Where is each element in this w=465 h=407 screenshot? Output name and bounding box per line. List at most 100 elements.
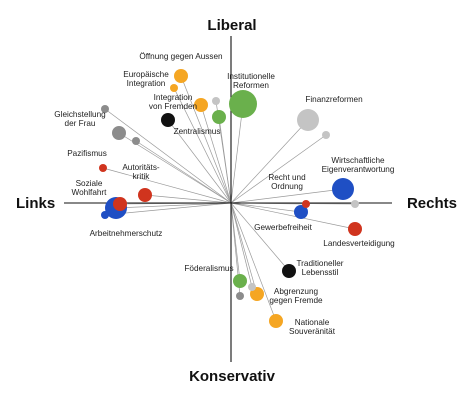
label-line: Integration — [154, 93, 193, 102]
label-line: Eigenverantwortung — [322, 165, 395, 174]
label-line: Landesverteidigung — [323, 239, 395, 248]
label-line: Reformen — [233, 81, 269, 90]
dot-wirtschaftliche — [332, 178, 354, 200]
label-line: Nationale — [295, 318, 330, 327]
label-line: Pazifismus — [67, 149, 107, 158]
dot-nationale — [269, 314, 283, 328]
label-line: Öffnung gegen Aussen — [139, 51, 223, 61]
label-arbeitnehmerschutz: Arbeitnehmerschutz — [90, 229, 163, 238]
label-line: Autoritäts- — [122, 163, 160, 172]
label-line: Lebensstil — [302, 268, 339, 277]
ray-oeffnung — [180, 75, 232, 204]
ray-integration_fremden_a — [200, 104, 232, 204]
dot-gleichstellung_c — [132, 137, 140, 145]
dot-foederalismus — [233, 274, 247, 288]
ray-pazifismus — [102, 167, 232, 204]
label-line: Soziale — [76, 179, 103, 188]
label-foederalismus: Föderalismus — [184, 264, 233, 273]
label-line: gegen Fremde — [269, 296, 323, 305]
ray-wirtschaftliche — [230, 188, 344, 204]
label-line: Wirtschaftliche — [331, 156, 385, 165]
dot-traditioneller — [282, 264, 296, 278]
dot-zentralismus — [212, 110, 226, 124]
dot-integration_fremden_a — [194, 98, 208, 112]
dot-finanzreformen_b — [322, 131, 330, 139]
label-pazifismus: Pazifismus — [67, 149, 107, 158]
ray-soziale_a — [115, 202, 232, 209]
label-line: Abgrenzung — [274, 287, 319, 296]
ray-gleichstellung_b — [118, 132, 232, 204]
label-line: Recht und — [268, 173, 306, 182]
ray-gleichstellung_a — [104, 108, 232, 204]
label-autoritaetskritik: Autoritäts-kritik — [122, 163, 160, 181]
dot-zentralismus_black — [161, 113, 175, 127]
label-line: Arbeitnehmerschutz — [90, 229, 163, 238]
label-line: Europäische — [123, 70, 169, 79]
ray-finanzreformen_a — [230, 119, 309, 204]
label-landesverteidigung: Landesverteidigung — [323, 239, 395, 248]
dot-europaeische — [170, 84, 178, 92]
label-finanzreformen: Finanzreformen — [305, 95, 363, 104]
label-line: Zentralismus — [174, 127, 221, 136]
ray-gleichstellung_c — [135, 140, 232, 204]
label-line: Finanzreformen — [305, 95, 363, 104]
dot-wirtschaftliche_gray — [351, 200, 359, 208]
dot-soziale_red — [113, 197, 127, 211]
ray-autoritaetskritik — [144, 194, 232, 204]
ray-soziale_b — [104, 202, 232, 216]
ray-abgrenzung_b — [230, 202, 253, 288]
pole-label-bottom: Konservativ — [189, 368, 276, 385]
pole-label-right: Rechts — [407, 195, 457, 212]
dot-autoritaetskritik — [138, 188, 152, 202]
dot-recht_ordnung — [302, 200, 310, 208]
label-line: Wohlfahrt — [72, 188, 108, 197]
dot-abgrenzung_b — [248, 283, 256, 291]
dot-landesverteidigung — [348, 222, 362, 236]
dot-pazifismus — [99, 164, 107, 172]
ray-finanzreformen_b — [230, 134, 327, 204]
dots-layer — [99, 69, 362, 328]
label-line: Gleichstellung — [54, 110, 106, 119]
label-gewerbefreiheit: Gewerbefreiheit — [254, 223, 313, 232]
label-zentralismus: Zentralismus — [174, 127, 221, 136]
ray-zentralismus_black — [167, 119, 232, 204]
label-oeffnung: Öffnung gegen Aussen — [139, 51, 223, 61]
dot-integration_fremden_b — [212, 97, 220, 105]
ray-nationale — [230, 202, 277, 322]
dot-finanzreformen_a — [297, 109, 319, 131]
label-line: der Frau — [65, 119, 96, 128]
dot-institutionelle — [229, 90, 257, 118]
ray-europaeische — [173, 87, 232, 204]
label-line: kritik — [133, 172, 151, 181]
ray-landesverteidigung — [230, 202, 356, 230]
label-line: Integration — [127, 79, 166, 88]
dot-soziale_b — [101, 211, 109, 219]
label-line: von Fremden — [149, 102, 198, 111]
pole-label-left: Links — [16, 195, 55, 212]
ray-abgrenzung_a — [230, 202, 258, 295]
dot-gleichstellung_b — [112, 126, 126, 140]
ray-institutionelle — [230, 103, 244, 204]
label-line: Föderalismus — [184, 264, 233, 273]
pole-label-top: Liberal — [207, 17, 256, 34]
label-line: Traditioneller — [296, 259, 343, 268]
dot-gleichstellung_a — [101, 105, 109, 113]
ray-traditioneller — [230, 202, 290, 272]
label-line: Ordnung — [271, 182, 303, 191]
dot-foederalismus_gray — [236, 292, 244, 300]
label-line: Institutionelle — [227, 72, 275, 81]
ray-gewerbefreiheit — [230, 202, 302, 213]
label-line: Souveränität — [289, 327, 336, 336]
dot-oeffnung — [174, 69, 188, 83]
